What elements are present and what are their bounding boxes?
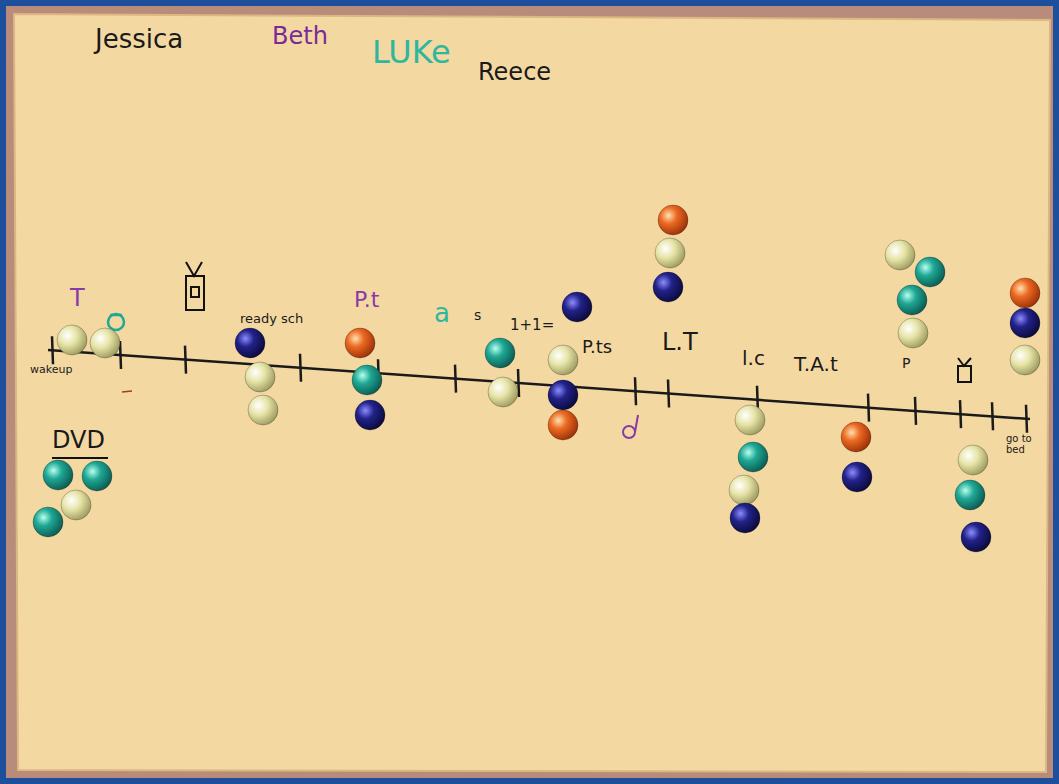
glass-bead <box>548 410 578 440</box>
paper-sheet <box>14 14 1050 772</box>
pen-mark <box>122 391 132 392</box>
tick-mark <box>185 346 186 374</box>
event-label: wakeup <box>30 364 72 376</box>
event-label: P.t <box>354 288 379 311</box>
tick-mark <box>635 377 636 405</box>
child-name: Reece <box>478 60 551 85</box>
tick-mark <box>668 380 669 408</box>
event-label: L.T <box>662 330 698 355</box>
underline <box>52 457 108 459</box>
glass-bead <box>485 338 515 368</box>
event-label: P <box>902 356 910 371</box>
glass-bead <box>1010 308 1040 338</box>
glass-bead <box>57 325 87 355</box>
event-label: go to bed <box>1006 434 1046 455</box>
glass-bead <box>961 522 991 552</box>
event-label: T.A.t <box>794 354 838 375</box>
tick-mark <box>915 397 916 425</box>
tick-mark <box>1026 405 1027 433</box>
event-label: P.ts <box>582 338 612 357</box>
glass-bead <box>61 490 91 520</box>
glass-bead <box>658 205 688 235</box>
tick-mark <box>52 336 53 364</box>
paper-edge <box>14 14 1050 772</box>
tick-mark <box>300 354 301 382</box>
glass-bead <box>90 328 120 358</box>
tick-group <box>52 336 1027 432</box>
glass-bead <box>245 362 275 392</box>
child-name: Beth <box>272 24 328 49</box>
glass-bead <box>738 442 768 472</box>
glass-bead <box>897 285 927 315</box>
glass-bead <box>248 395 278 425</box>
purple-symbol <box>623 415 638 438</box>
tv-icon <box>186 262 204 310</box>
carpet <box>6 6 1053 778</box>
glass-bead <box>548 345 578 375</box>
glass-bead <box>653 272 683 302</box>
glass-bead <box>842 462 872 492</box>
bead-group <box>33 205 1040 552</box>
tick-mark <box>455 365 456 393</box>
glass-bead <box>898 318 928 348</box>
timeline-line <box>48 350 1030 419</box>
glass-bead <box>355 400 385 430</box>
glass-bead <box>352 365 382 395</box>
event-label: 1+1= <box>510 318 554 334</box>
tick-mark <box>868 394 869 422</box>
glass-bead <box>562 292 592 322</box>
glass-bead <box>33 507 63 537</box>
symbol-letter: T <box>70 286 85 311</box>
child-name: LUKe <box>372 36 451 70</box>
glass-bead <box>730 503 760 533</box>
teal-symbol <box>110 314 122 317</box>
glass-bead <box>1010 345 1040 375</box>
glass-bead <box>729 475 759 505</box>
glass-bead <box>345 328 375 358</box>
symbol-letter: a <box>434 300 450 327</box>
teal-symbol <box>108 314 124 330</box>
glass-bead <box>655 238 685 268</box>
glass-bead <box>43 460 73 490</box>
glass-bead <box>548 380 578 410</box>
glass-bead <box>955 480 985 510</box>
child-name: Jessica <box>95 26 183 53</box>
tick-mark <box>960 400 961 428</box>
event-label: l.c <box>742 348 765 369</box>
activity-label: DVD <box>52 428 105 453</box>
glass-bead <box>885 240 915 270</box>
glass-bead <box>841 422 871 452</box>
glass-bead <box>488 377 518 407</box>
glass-bead <box>235 328 265 358</box>
glass-bead <box>735 405 765 435</box>
glass-bead <box>958 445 988 475</box>
event-label: ready sch <box>240 312 303 326</box>
event-label: s <box>474 308 481 323</box>
tv-icon <box>958 358 971 382</box>
glass-bead <box>82 461 112 491</box>
tick-mark <box>992 402 993 430</box>
glass-bead <box>915 257 945 287</box>
glass-bead <box>1010 278 1040 308</box>
